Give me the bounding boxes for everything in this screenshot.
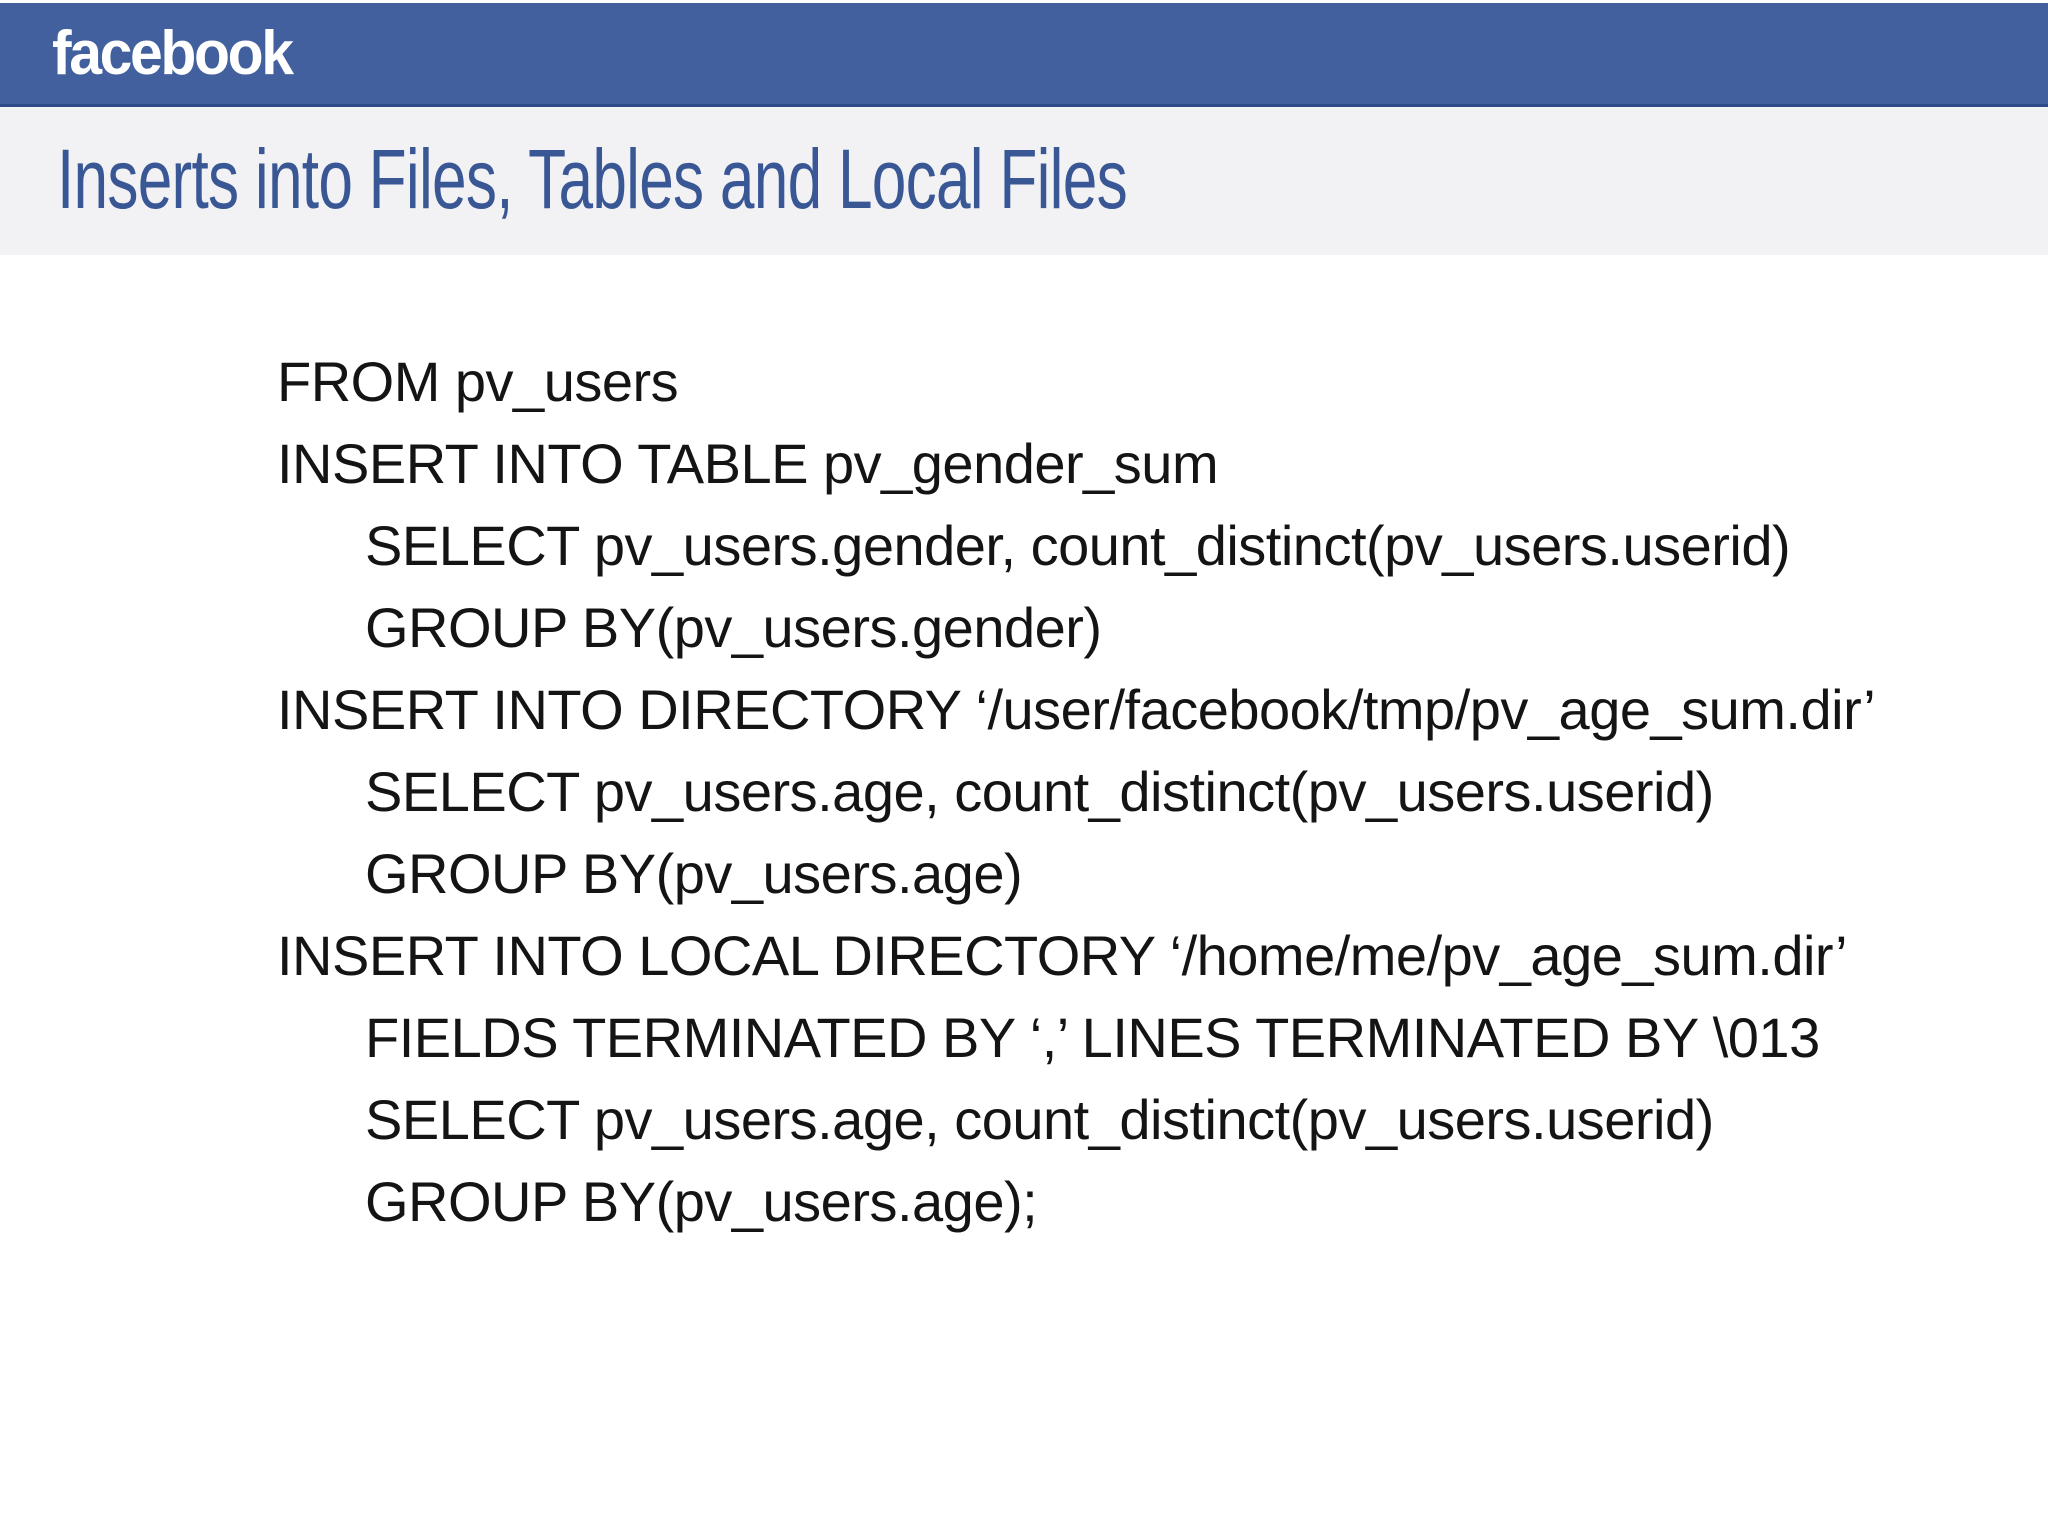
code-line-text: FIELDS TERMINATED BY ‘,’ LINES TERMINATE… <box>365 1006 1820 1069</box>
code-block: FROM pv_users INSERT INTO TABLE pv_gende… <box>277 341 1876 1243</box>
code-line: SELECT pv_users.age, count_distinct(pv_u… <box>365 1079 1875 1161</box>
code-line: GROUP BY(pv_users.age); <box>365 1161 1875 1243</box>
code-line: INSERT INTO DIRECTORY ‘/user/facebook/tm… <box>277 669 1876 751</box>
code-line: FROM pv_users <box>277 341 1875 423</box>
code-line-text: SELECT pv_users.age, count_distinct(pv_u… <box>365 1088 1714 1151</box>
code-line: FIELDS TERMINATED BY ‘,’ LINES TERMINATE… <box>365 997 1875 1079</box>
code-line: GROUP BY(pv_users.gender) <box>365 587 1875 669</box>
code-line: SELECT pv_users.age, count_distinct(pv_u… <box>365 751 1875 833</box>
code-line: GROUP BY(pv_users.age) <box>365 833 1875 915</box>
page-title: Inserts into Files, Tables and Local Fil… <box>57 132 1128 226</box>
code-line-text: FROM pv_users <box>277 350 679 413</box>
code-line-text: SELECT pv_users.gender, count_distinct(p… <box>365 514 1791 577</box>
code-line: INSERT INTO LOCAL DIRECTORY ‘/home/me/pv… <box>277 915 1875 997</box>
title-band: Inserts into Files, Tables and Local Fil… <box>0 107 2048 255</box>
code-line-text: INSERT INTO TABLE pv_gender_sum <box>277 432 1219 495</box>
code-line-text: GROUP BY(pv_users.age); <box>365 1170 1038 1233</box>
code-line-text: INSERT INTO DIRECTORY ‘/user/facebook/tm… <box>277 678 1876 741</box>
code-line-text: GROUP BY(pv_users.gender) <box>365 596 1102 659</box>
code-line-text: GROUP BY(pv_users.age) <box>365 842 1023 905</box>
facebook-header-bar: facebook <box>0 3 2048 107</box>
code-line-text: SELECT pv_users.age, count_distinct(pv_u… <box>365 760 1714 823</box>
facebook-logo: facebook <box>52 19 294 88</box>
code-line: INSERT INTO TABLE pv_gender_sum <box>277 423 1875 505</box>
code-line-text: INSERT INTO LOCAL DIRECTORY ‘/home/me/pv… <box>277 924 1848 987</box>
code-line: SELECT pv_users.gender, count_distinct(p… <box>365 505 1875 587</box>
